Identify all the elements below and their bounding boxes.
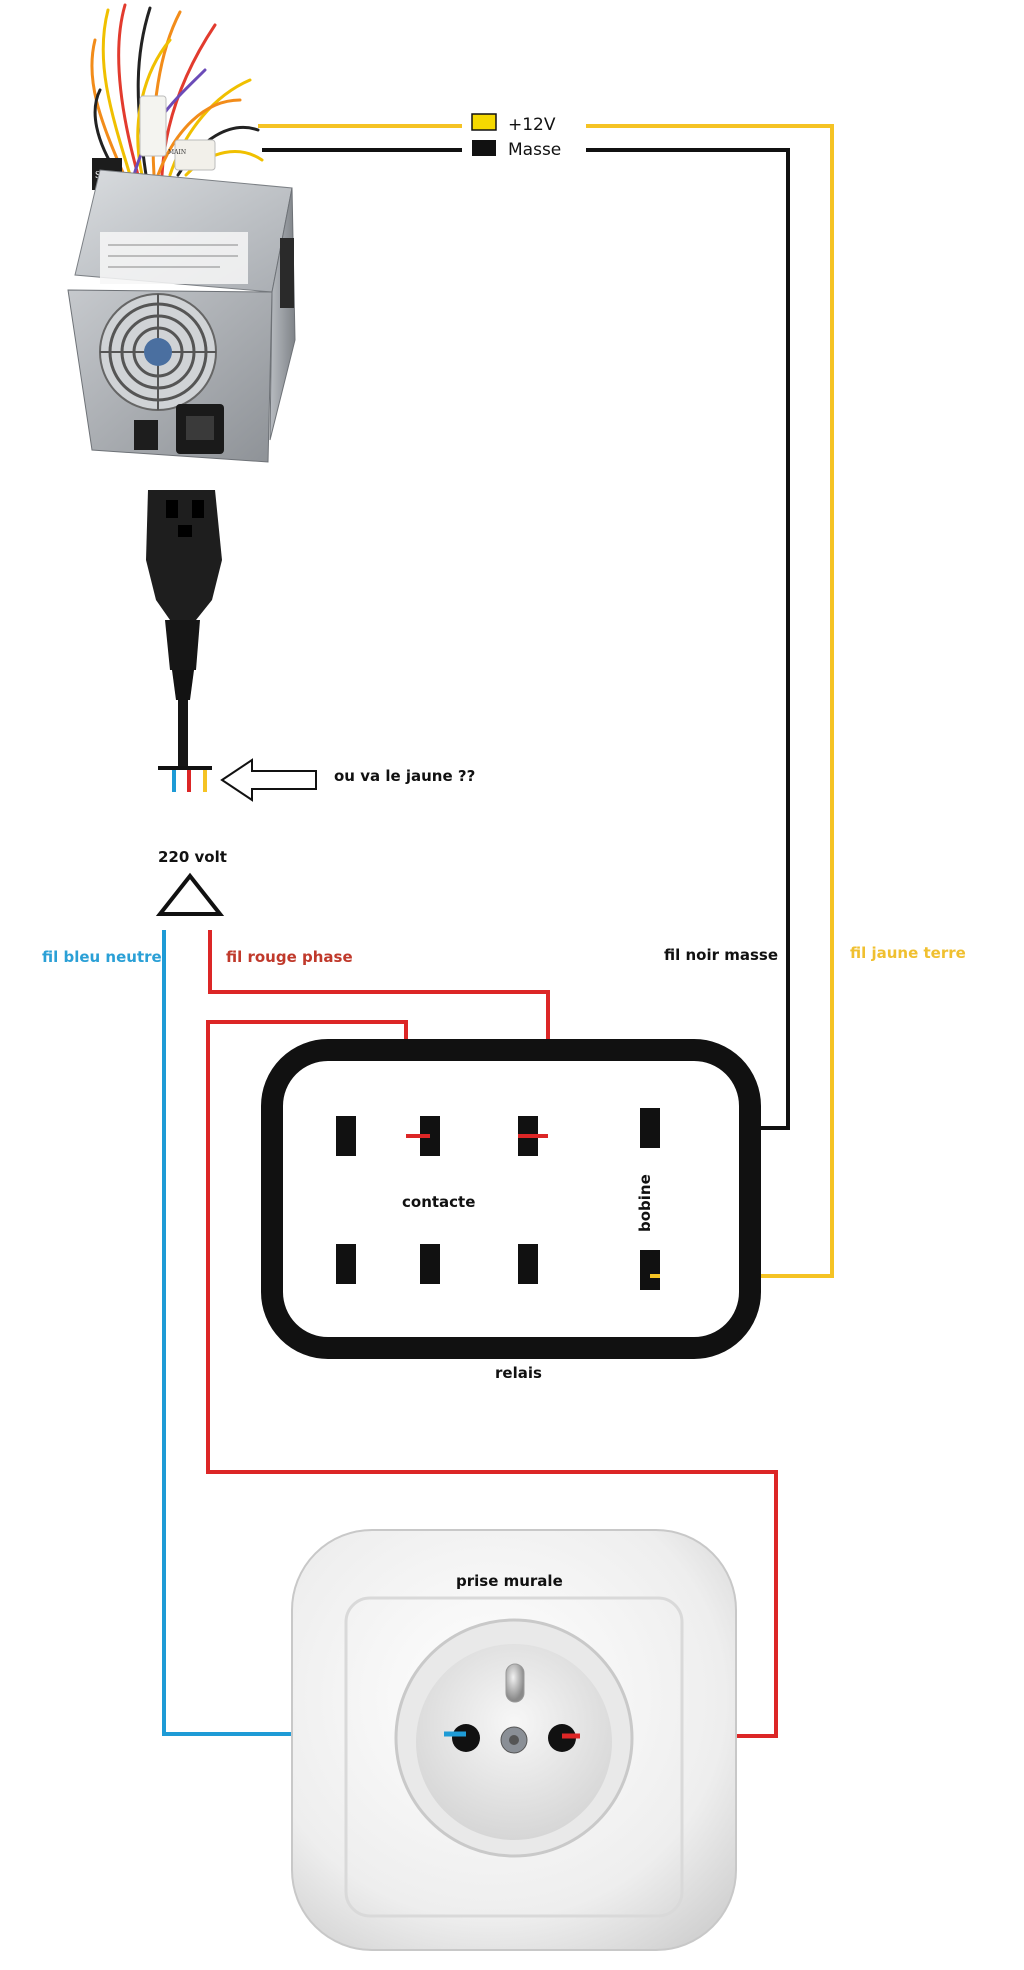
relay-pin bbox=[336, 1116, 356, 1156]
relais-label: relais bbox=[495, 1364, 542, 1382]
prise-murale-label: prise murale bbox=[456, 1572, 563, 1590]
relay-pin bbox=[420, 1244, 440, 1284]
relay-pin bbox=[336, 1244, 356, 1284]
psu-sticker bbox=[100, 232, 248, 284]
power-cord-picture bbox=[146, 490, 222, 792]
legend-12v: +12V bbox=[508, 115, 556, 135]
relay-pin-bobine-bottom bbox=[640, 1250, 660, 1290]
wire-black-masse bbox=[586, 148, 790, 1130]
outlet-hole-left bbox=[452, 1724, 480, 1752]
legend-swatch-masse bbox=[472, 140, 496, 156]
arrow-icon bbox=[220, 758, 317, 802]
relay-body bbox=[261, 1039, 761, 1359]
legend-masse: Masse bbox=[508, 140, 561, 160]
psu-picture: SATA MAIN bbox=[67, 3, 296, 463]
fil-jaune-terre-label: fil jaune terre bbox=[850, 944, 966, 962]
wall-outlet bbox=[291, 1529, 737, 1951]
relay bbox=[261, 1039, 761, 1359]
outlet-earth-pin bbox=[505, 1663, 525, 1703]
fil-rouge-phase-label: fil rouge phase bbox=[226, 948, 353, 966]
bobine-label: bobine bbox=[636, 1174, 654, 1232]
psu-fan bbox=[99, 293, 217, 411]
main-label: MAIN bbox=[168, 149, 186, 156]
molex-connector bbox=[139, 95, 167, 157]
triangle-220v-icon bbox=[155, 872, 225, 916]
main-connector bbox=[174, 139, 216, 171]
question-label: ou va le jaune ?? bbox=[334, 767, 475, 785]
legend-swatch-12v bbox=[471, 113, 497, 131]
fil-noir-masse-label: fil noir masse bbox=[664, 946, 778, 964]
relay-pin bbox=[518, 1244, 538, 1284]
volt-220-label: 220 volt bbox=[158, 848, 227, 866]
psu-power-switch bbox=[134, 420, 158, 450]
contacte-label: contacte bbox=[402, 1193, 475, 1211]
fil-bleu-neutre-label: fil bleu neutre bbox=[42, 948, 162, 966]
